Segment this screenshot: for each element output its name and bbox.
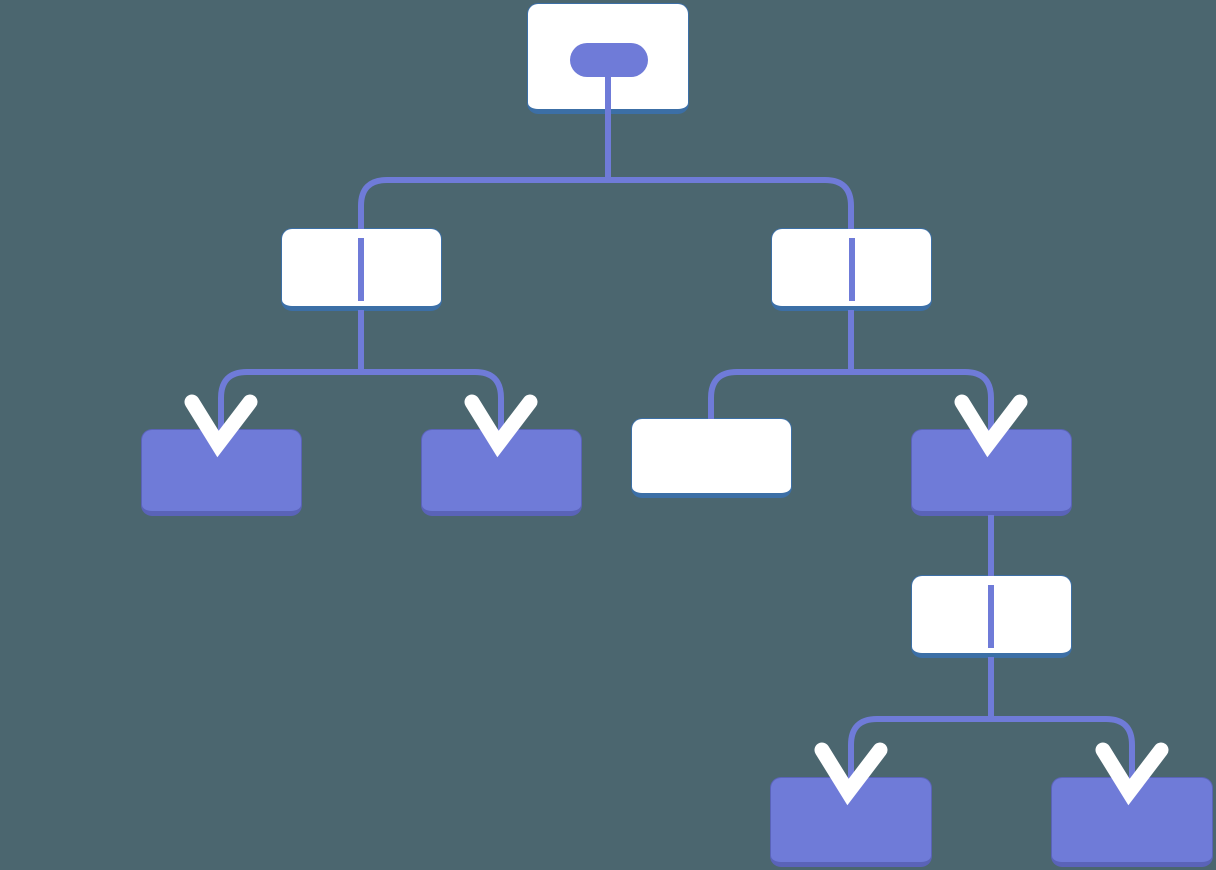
node-n-r1-a[interactable] xyxy=(632,419,791,497)
node-n-r1-b[interactable] xyxy=(912,430,1071,515)
node-n-r2-b[interactable] xyxy=(1052,778,1212,866)
connector-e-root-r1 xyxy=(608,177,854,229)
node-n-r2[interactable] xyxy=(912,576,1071,657)
node-root[interactable] xyxy=(528,4,688,113)
node-n-r1[interactable] xyxy=(772,229,931,310)
connector-e-root-l1 xyxy=(358,177,608,229)
connector-e-r1-a xyxy=(708,369,851,419)
node-pill-placeholder xyxy=(570,43,648,77)
node-n-l1[interactable] xyxy=(282,229,441,310)
node-n-l1-b[interactable] xyxy=(422,430,581,515)
node-n-l1-a[interactable] xyxy=(142,430,301,515)
node-n-r2-a[interactable] xyxy=(771,778,931,866)
